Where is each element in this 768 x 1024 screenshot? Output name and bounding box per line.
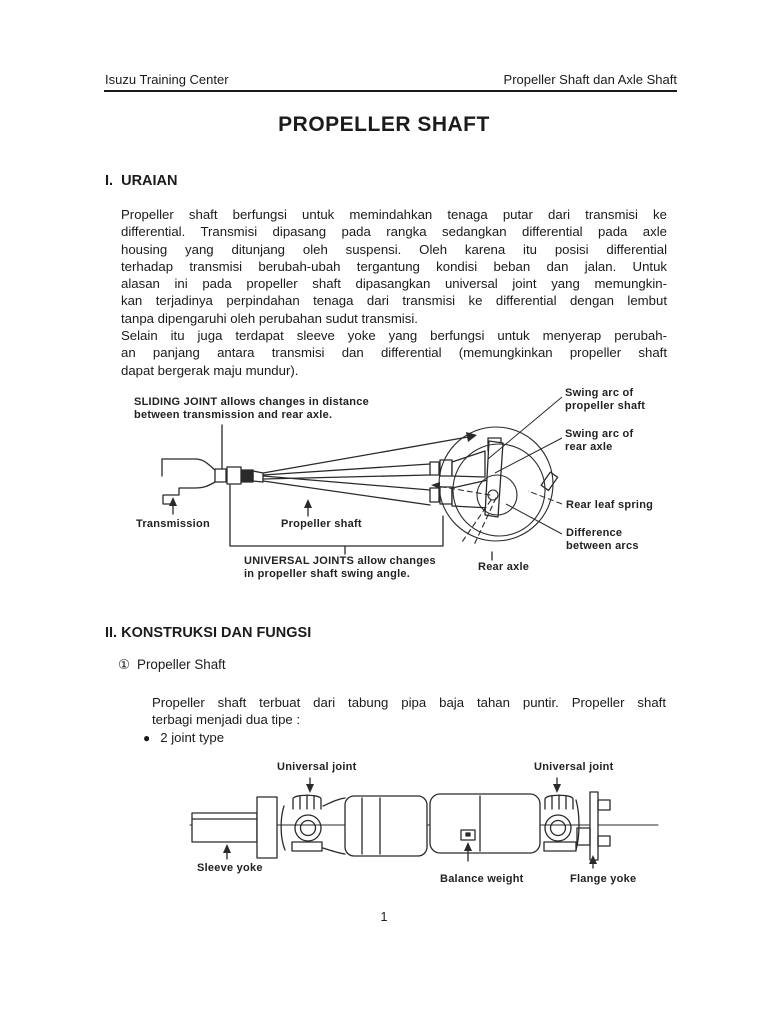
bullet-2-joint-type: ● 2 joint type [143,730,224,745]
section2-heading: II. KONSTRUKSI DAN FUNGSI [105,625,312,641]
section2-body: Propeller shaft terbuat dari tabung pipa… [152,694,666,729]
swing-arc-diagram: SLIDING JOINT allows changes in distance… [100,385,680,590]
label-balance-weight: Balance weight [440,873,524,885]
label-universal-joint-right: Universal joint [534,761,614,773]
propeller-shaft-diagram-art [189,777,659,869]
label-rear-leaf-spring: Rear leaf spring [566,499,654,511]
label-sliding-joint: SLIDING JOINT allows changes in distance… [134,396,369,421]
label-sleeve-yoke: Sleeve yoke [197,862,263,874]
swing-arc-diagram-art [161,396,563,561]
header-left: Isuzu Training Center [105,72,229,87]
paragraph-konstruksi: Propeller shaft terbuat dari tabung pipa… [152,695,666,728]
section1-heading: I. URAIAN [105,173,178,189]
section1-body: Propeller shaft berfungsi untuk memindah… [121,206,667,379]
header-rule [104,90,677,92]
bullet-text: 2 joint type [160,730,225,745]
paragraph-uraian-2: Selain itu juga terdapat sleeve yoke yan… [121,328,667,378]
paragraph-uraian-1: Propeller shaft berfungsi untuk memindah… [121,207,667,326]
page-number: 1 [380,910,388,924]
label-flange-yoke: Flange yoke [570,873,637,885]
header-right: Propeller Shaft dan Axle Shaft [503,72,677,87]
page-title: PROPELLER SHAFT [278,113,490,136]
circled-number-icon: ① [118,657,131,672]
propeller-shaft-diagram: Universal joint Universal joint Sleeve y… [180,756,670,891]
label-transmission: Transmission [136,518,210,530]
bullet-icon: ● [143,731,151,745]
subsection-propeller-shaft: ① Propeller Shaft [118,657,226,673]
label-propeller-shaft: Propeller shaft [281,518,362,530]
subsection-label: Propeller Shaft [137,657,226,672]
label-rear-axle: Rear axle [478,561,530,573]
label-universal-joint-left: Universal joint [277,761,357,773]
